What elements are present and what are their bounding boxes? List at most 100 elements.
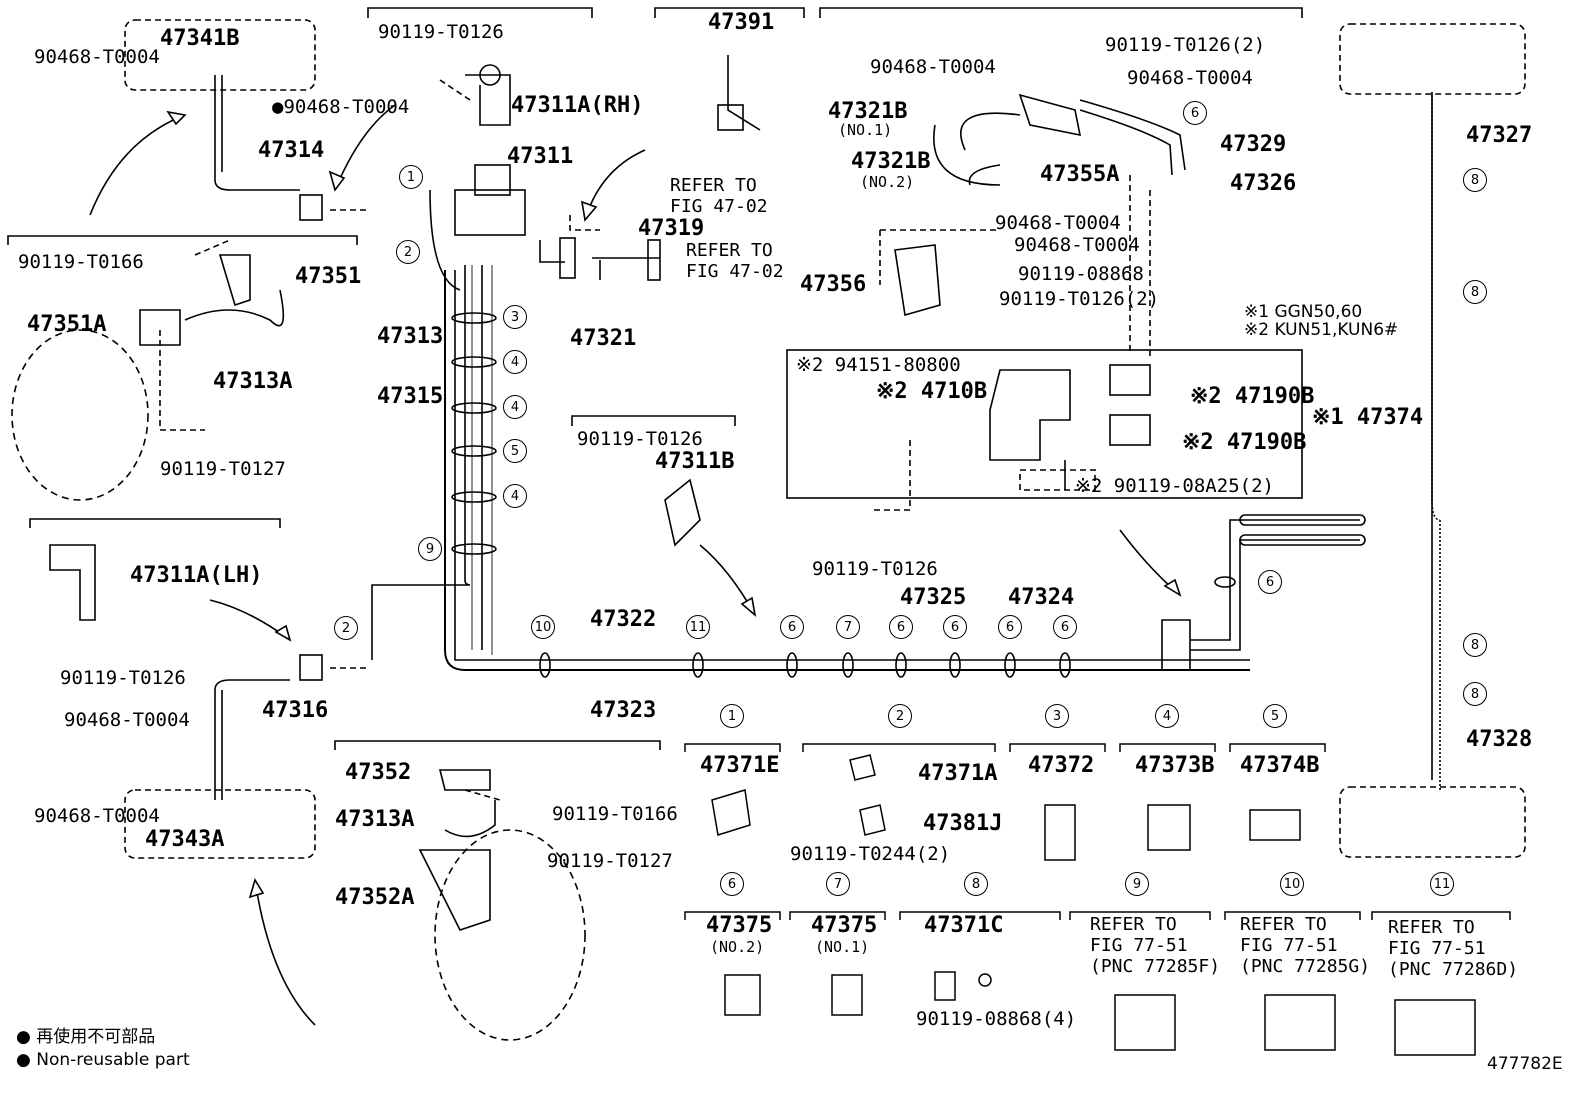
figure-id: 477782E <box>1487 1054 1563 1074</box>
label-90119-T0126-top: 90119-T0126 <box>378 21 504 43</box>
label-47325: 47325 <box>900 585 967 610</box>
label-47313A-b: 47313A <box>335 807 415 832</box>
label-no1: (NO.1) <box>838 121 893 139</box>
clip-callout-2: 2 <box>888 704 912 728</box>
clip-callout-7: 7 <box>826 872 850 896</box>
label-47343A: 47343A <box>145 827 225 852</box>
label-47391: 47391 <box>708 10 775 35</box>
clip-callout-8: 8 <box>964 872 988 896</box>
note-1: ※1 GGN50,60 <box>1244 302 1363 322</box>
callout-8-c: 8 <box>1463 633 1487 657</box>
label-90119-T0127-b: 90119-T0127 <box>547 850 673 872</box>
label-47356: 47356 <box>800 272 867 297</box>
label-47322: 47322 <box>590 607 657 632</box>
callout-1: 1 <box>399 165 423 189</box>
label-47311A-LH: 47311A(LH) <box>130 563 263 588</box>
label-94151-80800: ※2 94151-80800 <box>796 354 961 376</box>
label-90468-e: 90468-T0004 <box>870 56 996 78</box>
label-90468-g: 90468-T0004 <box>995 212 1121 234</box>
label-4710B: ※2 4710B <box>876 379 988 404</box>
label-47316: 47316 <box>262 698 329 723</box>
label-47351: 47351 <box>295 264 362 289</box>
clip-refer-77285F: REFER TO FIG 77-51 (PNC 77285F) <box>1090 914 1221 977</box>
callout-6-d: 6 <box>998 615 1022 639</box>
clip-47372: 47372 <box>1028 753 1095 778</box>
clip-47375-no1: 47375 <box>811 913 878 938</box>
label-90119-T0126-mid: 90119-T0126 <box>577 428 703 450</box>
label-90119-T0126-2b: 90119-T0126(2) <box>999 288 1160 310</box>
label-47311A-RH: 47311A(RH) <box>511 93 644 118</box>
clip-no2: (NO.2) <box>710 938 765 956</box>
label-47313A: 47313A <box>213 369 293 394</box>
clip-47381J: 47381J <box>923 811 1003 836</box>
label-47327: 47327 <box>1466 123 1533 148</box>
label-47321: 47321 <box>570 326 637 351</box>
label-no2: (NO.2) <box>860 173 915 191</box>
clip-90119-T0244: 90119-T0244(2) <box>790 843 951 865</box>
clip-47373B: 47373B <box>1135 753 1215 778</box>
callout-6-f: 6 <box>1258 570 1282 594</box>
clip-refer-77285G: REFER TO FIG 77-51 (PNC 77285G) <box>1240 914 1371 977</box>
clip-callout-6: 6 <box>720 872 744 896</box>
callout-8-b: 8 <box>1463 280 1487 304</box>
label-47321B-2: 47321B <box>851 149 931 174</box>
label-90468-d: 90468-T0004 <box>34 805 160 827</box>
label-90468-f: 90468-T0004 <box>1127 67 1253 89</box>
label-90119-08A25: ※2 90119-08A25(2) <box>1075 475 1274 497</box>
label-47329: 47329 <box>1220 132 1287 157</box>
clip-47371C: 47371C <box>924 913 1004 938</box>
label-90468-c: 90468-T0004 <box>64 709 190 731</box>
label-47190B-b: ※2 47190B <box>1182 430 1307 455</box>
clip-90119-08868-4: 90119-08868(4) <box>916 1008 1077 1030</box>
label-47313: 47313 <box>377 324 444 349</box>
callout-8-d: 8 <box>1463 682 1487 706</box>
callout-10: 10 <box>531 615 555 639</box>
label-47311B: 47311B <box>655 449 735 474</box>
label-refer-47-02-a: REFER TO FIG 47-02 <box>670 175 768 217</box>
label-47314: 47314 <box>258 138 325 163</box>
legend-english: ● Non-reusable part <box>16 1050 190 1070</box>
label-47374: ※1 47374 <box>1312 405 1424 430</box>
label-47321B-1: 47321B <box>828 99 908 124</box>
callout-6-c: 6 <box>943 615 967 639</box>
label-47328: 47328 <box>1466 727 1533 752</box>
callout-8-a: 8 <box>1463 168 1487 192</box>
clip-callout-5: 5 <box>1263 704 1287 728</box>
label-47319: 47319 <box>638 216 705 241</box>
label-90468-a: 90468-T0004 <box>34 46 160 68</box>
label-47352A: 47352A <box>335 885 415 910</box>
label-90119-T0127: 90119-T0127 <box>160 458 286 480</box>
legend-japanese: ● 再使用不可部品 <box>16 1027 156 1047</box>
callout-6-e: 6 <box>1053 615 1077 639</box>
callout-6-a: 6 <box>780 615 804 639</box>
callout-6-g: 6 <box>1183 101 1207 125</box>
label-90119-T0126-lh: 90119-T0126 <box>60 667 186 689</box>
label-47323: 47323 <box>590 698 657 723</box>
label-47341B: 47341B <box>160 26 240 51</box>
clip-refer-77286D: REFER TO FIG 77-51 (PNC 77286D) <box>1388 917 1519 980</box>
label-90119-T0126-low: 90119-T0126 <box>812 558 938 580</box>
clip-callout-11: 11 <box>1430 872 1454 896</box>
label-47311: 47311 <box>507 144 574 169</box>
label-90119-T0126-2: 90119-T0126(2) <box>1105 34 1266 56</box>
label-47326: 47326 <box>1230 171 1297 196</box>
label-47315: 47315 <box>377 384 444 409</box>
label-90119-T0166-b: 90119-T0166 <box>552 803 678 825</box>
callout-4-b: 4 <box>503 395 527 419</box>
callout-9: 9 <box>418 537 442 561</box>
label-47324: 47324 <box>1008 585 1075 610</box>
callout-6-b: 6 <box>889 615 913 639</box>
callout-5: 5 <box>503 439 527 463</box>
clip-callout-10: 10 <box>1280 872 1304 896</box>
label-90119-T0166: 90119-T0166 <box>18 251 144 273</box>
clip-no1: (NO.1) <box>815 938 870 956</box>
clip-47371A: 47371A <box>918 761 998 786</box>
callout-3: 3 <box>503 305 527 329</box>
callout-4-a: 4 <box>503 350 527 374</box>
clip-47371E: 47371E <box>700 753 780 778</box>
label-90468-h: 90468-T0004 <box>1014 234 1140 256</box>
callout-11: 11 <box>686 615 710 639</box>
callout-4-c: 4 <box>503 484 527 508</box>
